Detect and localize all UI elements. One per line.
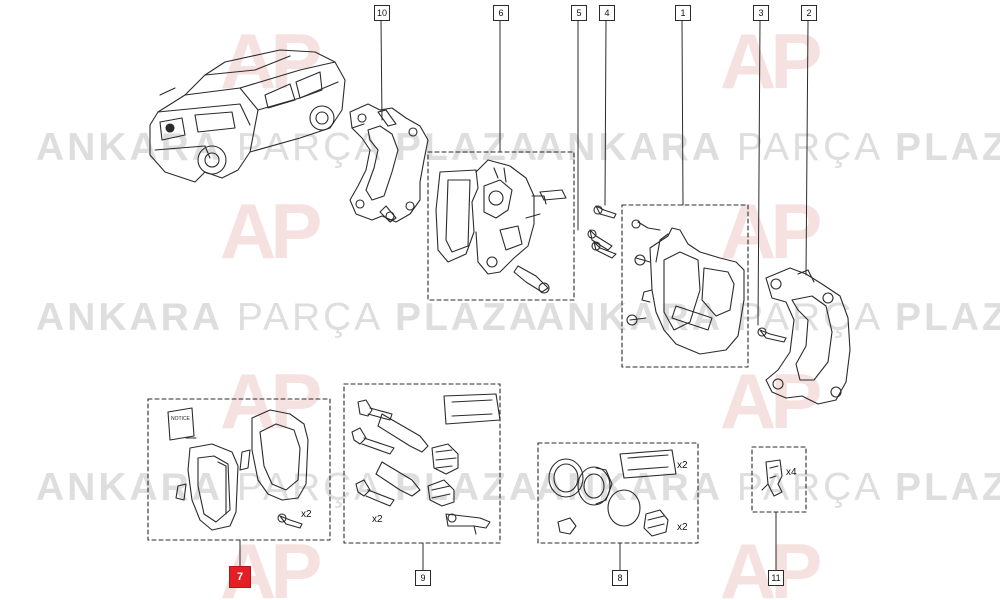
clip-box-part-11 [751, 446, 807, 513]
notice-card-label: NOTICE [171, 416, 190, 422]
watermark-logo: AP [720, 527, 822, 600]
quantity-seal-pack: x2 [677, 460, 688, 471]
callout-8[interactable]: 8 [612, 570, 628, 586]
watermark-row: ANKARA PARÇA PLAZA [536, 126, 1000, 169]
bolts-parts-4-5 [587, 205, 617, 259]
brake-pads-part-7 [167, 407, 309, 531]
seal-kit-part-8 [548, 449, 677, 537]
callout-1[interactable]: 1 [675, 5, 691, 21]
watermark-row: ANKARA PARÇA PLAZA [36, 466, 541, 509]
quantity-guide-pins: x2 [372, 514, 383, 525]
guide-kit-part-9 [351, 393, 501, 535]
quantity-spring-clip: x4 [786, 467, 797, 478]
pads-box-part-7 [147, 398, 331, 541]
quantity-boot: x2 [677, 522, 688, 533]
callout-10[interactable]: 10 [374, 5, 390, 21]
callout-3[interactable]: 3 [753, 5, 769, 21]
callout-2[interactable]: 2 [801, 5, 817, 21]
leader-lines [239, 20, 809, 571]
bracket-part-2 [757, 267, 851, 405]
spring-clip-part-11 [761, 459, 783, 497]
car-illustration [149, 49, 346, 183]
caliper-part-6 [435, 159, 567, 294]
caliper-box-part-6 [427, 151, 575, 301]
caliper-box-part-1 [621, 204, 749, 368]
callout-4[interactable]: 4 [599, 5, 615, 21]
callout-9[interactable]: 9 [415, 570, 431, 586]
caliper-body-part-1 [626, 219, 745, 355]
callout-5[interactable]: 5 [571, 5, 587, 21]
callout-11[interactable]: 11 [768, 570, 784, 586]
guide-kit-box-part-9 [343, 383, 501, 544]
seal-kit-box-part-8 [537, 442, 699, 544]
watermark-logo: AP [720, 17, 822, 105]
carrier-bracket-part-10 [349, 103, 429, 223]
watermark-logo: AP [220, 17, 322, 105]
watermark-logo: AP [220, 187, 322, 275]
callout-6[interactable]: 6 [493, 5, 509, 21]
watermark-row: ANKARA PARÇA PLAZA [36, 296, 541, 339]
callout-7[interactable]: 7 [229, 566, 251, 588]
quantity-pads-bolt: x2 [301, 509, 312, 520]
watermark-row: ANKARA PARÇA PLAZA [536, 466, 1000, 509]
